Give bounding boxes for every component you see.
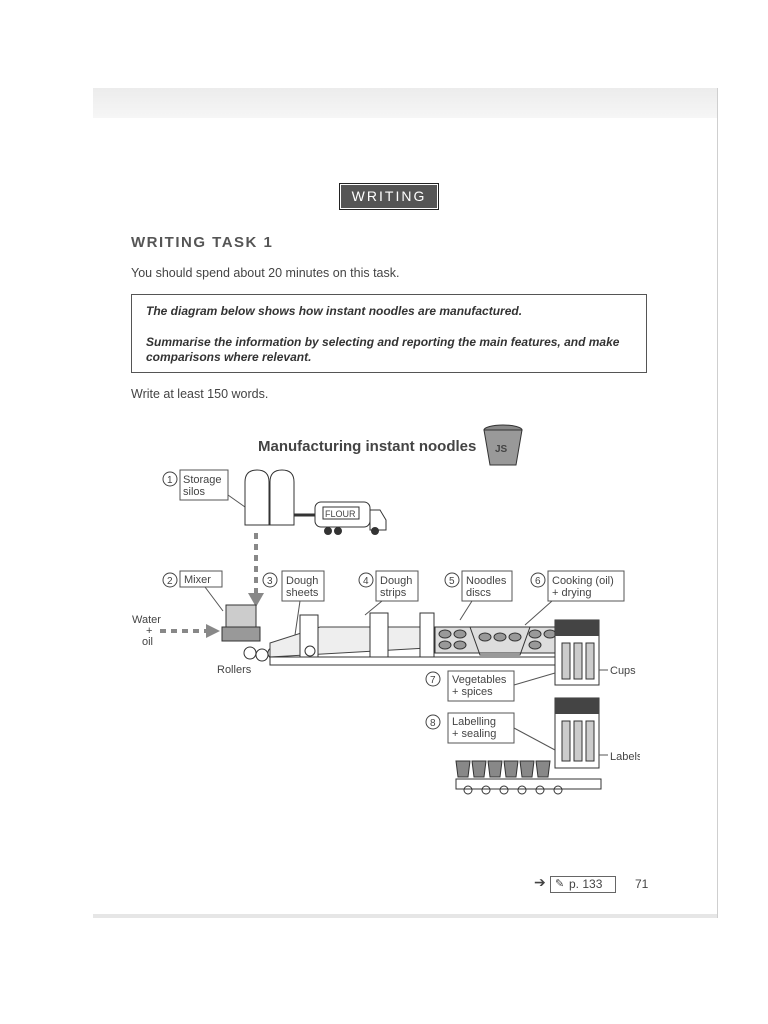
step-1-label: 1 Storage silos (162, 469, 246, 508)
svg-text:1: 1 (167, 475, 173, 486)
svg-text:Water: Water (132, 614, 161, 626)
svg-text:Rollers: Rollers (217, 664, 252, 676)
noodle-cup-icon: JS (483, 424, 523, 466)
storage-silos (244, 469, 320, 526)
time-instruction: You should spend about 20 minutes on thi… (131, 266, 400, 280)
labelling-machine: Labels (554, 697, 640, 769)
flour-truck: FLOUR (314, 501, 387, 535)
svg-text:Labelling: Labelling (452, 716, 496, 728)
pencil-icon: ✎ (555, 878, 565, 890)
step-7-label: 7 Vegetables + spices (425, 670, 556, 702)
step-3-label: 3 Dough sheets (262, 570, 325, 636)
svg-text:Dough: Dough (286, 575, 318, 587)
noodle-manufacturing-diagram: Manufacturing instant noodles JS 1 Stora… (132, 424, 640, 795)
water-oil-input: Water + oil (132, 614, 220, 648)
arrow-icon: ➔ (534, 874, 546, 890)
page-bottom-edge (93, 914, 717, 918)
task-prompt-line1: The diagram below shows how instant nood… (146, 304, 523, 318)
mixer (221, 604, 261, 642)
svg-text:Dough: Dough (380, 575, 412, 587)
svg-text:+ sealing: + sealing (452, 728, 496, 740)
svg-text:+ spices: + spices (452, 686, 493, 698)
svg-text:FLOUR: FLOUR (325, 509, 356, 519)
diagram-title: Manufacturing instant noodles (258, 438, 476, 455)
cup-filling-machine: Cups (554, 619, 636, 686)
production-line (269, 612, 557, 666)
svg-text:JS: JS (495, 444, 508, 455)
svg-text:7: 7 (430, 675, 436, 686)
svg-text:3: 3 (267, 576, 273, 587)
svg-text:Noodles: Noodles (466, 575, 507, 587)
svg-text:Cooking (oil): Cooking (oil) (552, 575, 614, 587)
svg-text:discs: discs (466, 587, 492, 599)
step-6-label: 6 Cooking (oil) + drying (524, 570, 625, 626)
finished-cups-conveyor (455, 760, 602, 795)
svg-text:oil: oil (142, 636, 153, 648)
svg-text:Mixer: Mixer (184, 574, 211, 586)
task-title: WRITING TASK 1 (131, 234, 274, 251)
svg-text:Vegetables: Vegetables (452, 674, 507, 686)
svg-text:6: 6 (535, 576, 541, 587)
svg-text:2: 2 (167, 576, 173, 587)
task-prompt-box (131, 294, 647, 373)
page-reference-box: p. 133 (550, 876, 616, 893)
step-2-label: 2 Mixer (162, 570, 224, 612)
svg-text:Storage: Storage (183, 474, 222, 486)
svg-text:Cups: Cups (610, 665, 636, 677)
page-number: 71 (635, 877, 649, 891)
svg-text:5: 5 (449, 576, 455, 587)
svg-text:+: + (146, 625, 152, 637)
step-4-label: 4 Dough strips (358, 570, 419, 616)
svg-text:8: 8 (430, 718, 436, 729)
svg-text:+ drying: + drying (552, 587, 591, 599)
section-banner: WRITING (339, 183, 439, 210)
step-5-label: 5 Noodles discs (444, 570, 513, 621)
page-top-edge (93, 88, 717, 118)
svg-text:4: 4 (363, 576, 369, 587)
document-page (93, 88, 718, 918)
word-count-instruction: Write at least 150 words. (131, 387, 269, 401)
step-8-label: 8 Labelling + sealing (425, 712, 556, 751)
svg-text:strips: strips (380, 587, 407, 599)
svg-text:Labels: Labels (610, 751, 640, 763)
svg-text:sheets: sheets (286, 587, 319, 599)
task-prompt-line2: Summarise the information by selecting a… (146, 335, 620, 364)
svg-text:silos: silos (183, 486, 206, 498)
